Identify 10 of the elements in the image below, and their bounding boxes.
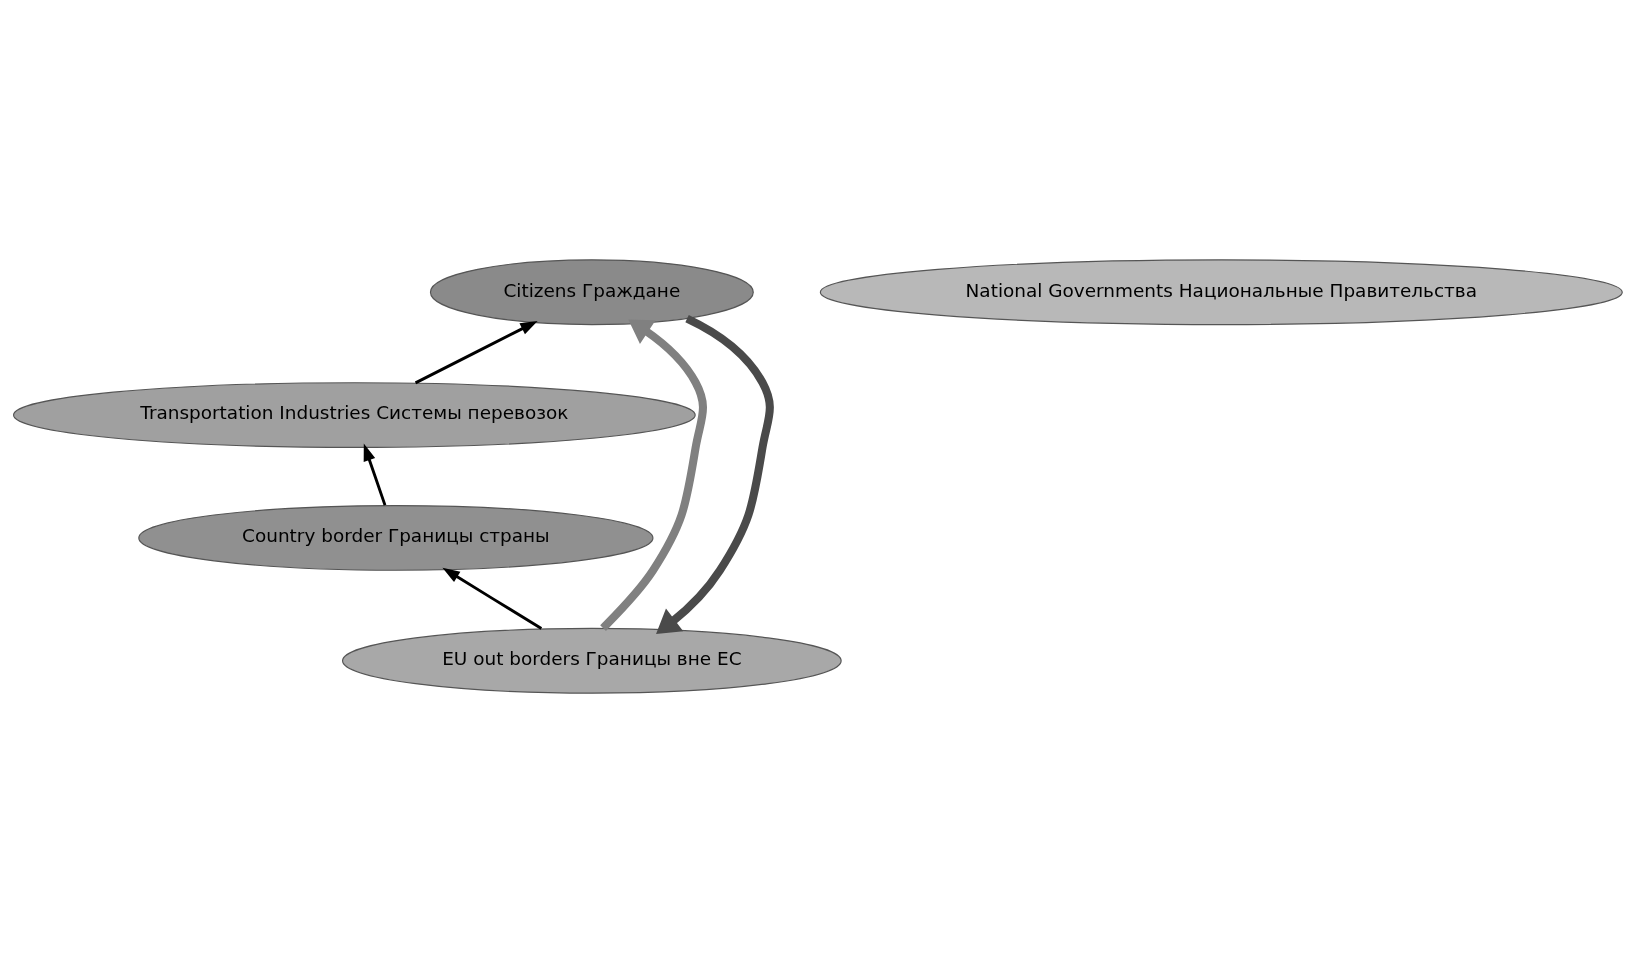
node-ellipse: Country border Границы страны — [138, 505, 654, 571]
node-ellipse: Citizens Граждане — [429, 259, 754, 326]
arrow — [656, 314, 774, 634]
node-ellipse: Transportation Industries Системы перевозок — [12, 382, 696, 448]
arrow — [442, 567, 543, 630]
node-ellipse: EU out borders Границы вне ЕС — [341, 627, 842, 694]
arrow — [363, 443, 387, 506]
arrow — [414, 320, 538, 385]
node-ellipse: National Governments Национальные Правительства — [819, 259, 1623, 326]
arrow — [600, 319, 707, 631]
